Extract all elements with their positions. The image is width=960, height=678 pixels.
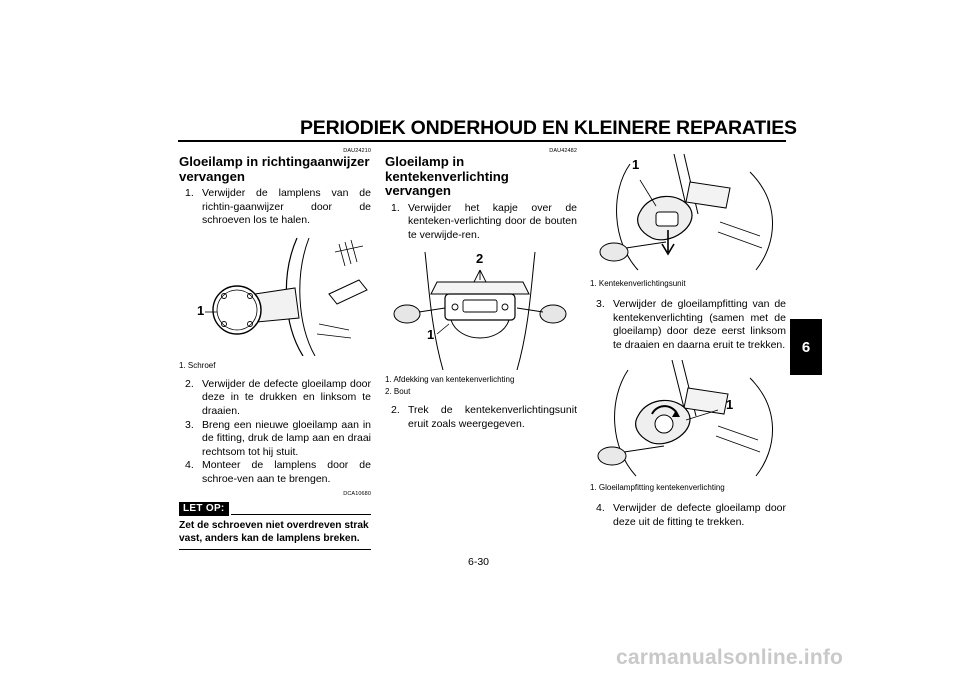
- step-number: 2.: [391, 404, 400, 417]
- section-title: Gloeilamp in richtingaanwijzer vervangen: [179, 154, 370, 184]
- step-item: 4. Verwijder de defecte gloeilamp door d…: [596, 502, 786, 529]
- caution-code: DCA10680: [343, 490, 371, 497]
- turn-signal-illustration: [205, 237, 368, 356]
- figure-caption: 1. Schroef: [179, 360, 216, 370]
- middle-column: DAU42482 Gloeilamp in kentekenverlichtin…: [385, 148, 577, 431]
- figure-callout-2: 2: [476, 251, 484, 267]
- step-item: 1. Verwijder het kapje over de kenteken-…: [391, 202, 577, 243]
- page-header-title: PERIODIEK ONDERHOUD EN KLEINERE REPARATI…: [300, 117, 797, 139]
- steps-list-continued: 4. Verwijder de defecte gloeilamp door d…: [596, 502, 786, 529]
- section-code: DAU42482: [549, 148, 577, 154]
- license-light-cover-figure: 2 1: [385, 248, 577, 371]
- step-item: 3. Breng een nieuwe gloeilamp aan in de …: [185, 419, 371, 460]
- figure-callout-1: 1: [726, 397, 734, 413]
- header-rule: [178, 140, 786, 142]
- step-text: Verwijder de defecte gloeilamp door deze…: [202, 377, 371, 417]
- right-column: 1 1. Kentekenverlichtingsunit 3. Verwijd…: [590, 152, 786, 530]
- step-item: 1. Verwijder de lamplens van de richtin-…: [185, 187, 371, 228]
- figure-caption: 1. Kentekenverlichtingsunit: [590, 279, 686, 288]
- figure-caption-1: 1. Afdekking van kentekenverlichting: [385, 375, 515, 385]
- step-number: 3.: [596, 298, 605, 310]
- page-number: 6-30: [468, 556, 490, 568]
- step-text: Verwijder de lamplens van de richtin-gaa…: [202, 187, 371, 227]
- bulb-socket-illustration: [597, 360, 773, 477]
- step-item: 2. Verwijder de defecte gloeilamp door d…: [185, 378, 371, 419]
- steps-list-continued: 2. Trek de kentekenverlichtingsunit erui…: [391, 404, 577, 431]
- license-light-unit-figure: 1: [590, 152, 786, 274]
- step-text: Breng een nieuwe gloeilamp aan in de fit…: [202, 418, 371, 458]
- section-code: DAU24210: [343, 148, 371, 154]
- license-light-unit-illustration: [599, 153, 773, 271]
- caution-header: LET OP:: [179, 501, 371, 516]
- chapter-tab[interactable]: 6: [790, 319, 822, 375]
- step-text: Monteer de lamplens door de schroe-ven a…: [202, 459, 371, 485]
- step-text: Verwijder de gloeilampfitting van de ken…: [613, 298, 786, 351]
- steps-list: 1. Verwijder het kapje over de kenteken-…: [391, 202, 577, 243]
- step-item: 2. Trek de kentekenverlichtingsunit erui…: [391, 404, 577, 431]
- figure-caption-2: 2. Bout: [385, 387, 411, 397]
- caution-text: Zet de schroeven niet overdreven strak v…: [179, 519, 371, 550]
- bulb-socket-figure: 1: [590, 360, 786, 478]
- caution-rule: [230, 513, 371, 515]
- step-text: Verwijder het kapje over de kenteken-ver…: [408, 201, 577, 241]
- step-number: 1.: [185, 187, 194, 199]
- step-text: Verwijder de defecte gloeilamp door deze…: [613, 502, 786, 528]
- figure-callout-1: 1: [632, 157, 640, 172]
- step-number: 1.: [391, 201, 400, 214]
- steps-list: 1. Verwijder de lamplens van de richtin-…: [185, 187, 371, 228]
- step-text: Trek de kentekenverlichtingsunit eruit z…: [408, 404, 577, 430]
- section-title: Gloeilamp in kentekenverlichting vervang…: [385, 154, 509, 198]
- step-item: 4. Monteer de lamplens door de schroe-ve…: [185, 459, 371, 486]
- figure-callout-1: 1: [427, 327, 435, 343]
- turn-signal-figure: 1: [179, 234, 371, 356]
- step-number: 2.: [185, 377, 194, 390]
- figure-callout-1: 1: [197, 302, 205, 318]
- license-light-cover-illustration: [393, 252, 567, 371]
- step-number: 4.: [185, 459, 194, 472]
- figure-caption: 1. Gloeilampfitting kentekenverlichting: [590, 483, 725, 493]
- steps-list-continued: 2. Verwijder de defecte gloeilamp door d…: [185, 378, 371, 487]
- steps-list: 3. Verwijder de gloeilampfitting van de …: [596, 298, 786, 352]
- watermark: carmanualsonline.info: [616, 646, 844, 669]
- caution-badge: LET OP:: [179, 501, 229, 516]
- step-number: 4.: [596, 502, 605, 515]
- step-item: 3. Verwijder de gloeilampfitting van de …: [596, 298, 786, 352]
- step-number: 3.: [185, 418, 194, 431]
- left-column: DAU24210 Gloeilamp in richtingaanwijzer …: [179, 148, 371, 550]
